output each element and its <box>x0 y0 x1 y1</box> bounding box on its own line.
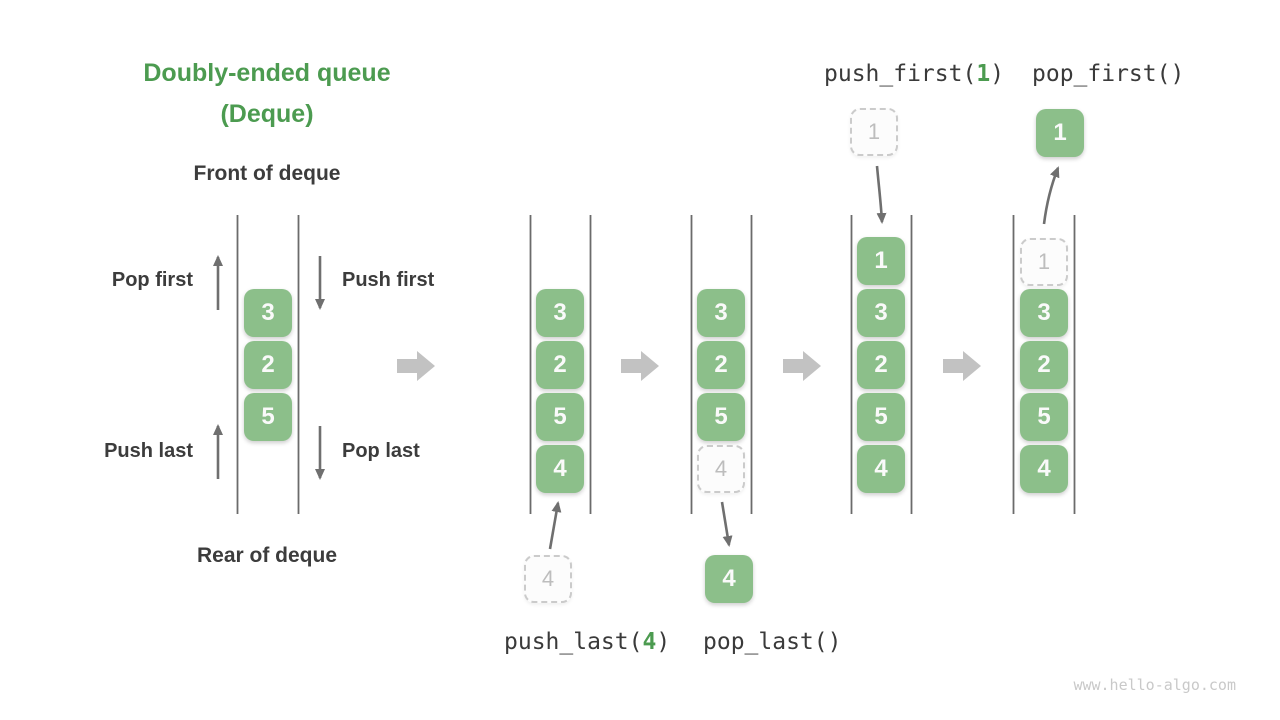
diagram-title-line1: Doubly-ended queue <box>143 59 391 87</box>
pop-first-code-label: pop_first() <box>1032 61 1185 87</box>
pop-last-code-label: pop_last() <box>703 629 842 655</box>
pop-first-label: Pop first <box>111 269 193 291</box>
pop-first-result-cell: 1 <box>1036 109 1084 157</box>
queue-1-cell: 5 <box>244 393 292 441</box>
push-first-source-cell: 1 <box>850 108 898 156</box>
pop-last-result-cell: 4 <box>705 555 753 603</box>
push-last-staging-arrow <box>548 501 562 550</box>
queue-2-rails <box>529 215 592 514</box>
queue-4-cell: 2 <box>857 341 905 389</box>
push-last-code-prefix: push_last( <box>504 629 643 655</box>
queue-3-cell: 2 <box>697 341 745 389</box>
transition-arrow-4 <box>943 351 981 381</box>
queue-4-cell: 5 <box>857 393 905 441</box>
queue-5-rails <box>1012 215 1076 514</box>
rear-of-deque-label: Rear of deque <box>196 544 338 567</box>
queue-5-cell: 5 <box>1020 393 1068 441</box>
queue-2-cell: 3 <box>536 289 584 337</box>
diagram-title-line2: (Deque) <box>220 100 314 128</box>
queue-4-cell: 3 <box>857 289 905 337</box>
queue-5-cell: 2 <box>1020 341 1068 389</box>
pop-last-label: Pop last <box>342 440 420 462</box>
queue-5-cell: 4 <box>1020 445 1068 493</box>
push-last-code-arg: 4 <box>642 629 657 655</box>
push-last-source-cell: 4 <box>524 555 572 603</box>
queue-1-rails <box>236 215 300 514</box>
transition-arrow-1 <box>397 351 435 381</box>
queue-4-cell: 1 <box>857 237 905 285</box>
push-first-code-prefix: push_first( <box>824 61 977 87</box>
push-first-code-arg: 1 <box>976 61 991 87</box>
queue-3-rails <box>690 215 753 514</box>
transition-arrow-2 <box>621 351 659 381</box>
queue-1-cell: 3 <box>244 289 292 337</box>
push-first-code-suffix: ) <box>990 61 1005 87</box>
queue-4-rails <box>850 215 913 514</box>
watermark: www.hello-algo.com <box>1073 676 1236 694</box>
push-first-staging-arrow <box>875 165 887 224</box>
push-last-code-label: push_last(4) <box>504 629 670 655</box>
queue-3-cell: 3 <box>697 289 745 337</box>
push-first-label: Push first <box>342 269 435 291</box>
push-first-code-label: push_first(1) <box>824 61 1004 87</box>
push-last-label: Push last <box>104 440 193 462</box>
transition-arrow-3 <box>783 351 821 381</box>
pop-first-staging-arrow <box>1042 166 1060 225</box>
pop-last-staging-arrow <box>720 501 733 547</box>
queue-4-cell: 4 <box>857 445 905 493</box>
queue-5-cell: 3 <box>1020 289 1068 337</box>
queue-2-cell: 4 <box>536 445 584 493</box>
diagram-title: Doubly-ended queue (Deque) <box>67 53 467 135</box>
queue-2-cell: 2 <box>536 341 584 389</box>
queue-3-ghost-cell: 4 <box>697 445 745 493</box>
push-last-code-suffix: ) <box>656 629 671 655</box>
queue-3-cell: 5 <box>697 393 745 441</box>
queue-1-cell: 2 <box>244 341 292 389</box>
queue-5-ghost-cell: 1 <box>1020 238 1068 286</box>
front-of-deque-label: Front of deque <box>193 162 341 185</box>
queue-2-cell: 5 <box>536 393 584 441</box>
